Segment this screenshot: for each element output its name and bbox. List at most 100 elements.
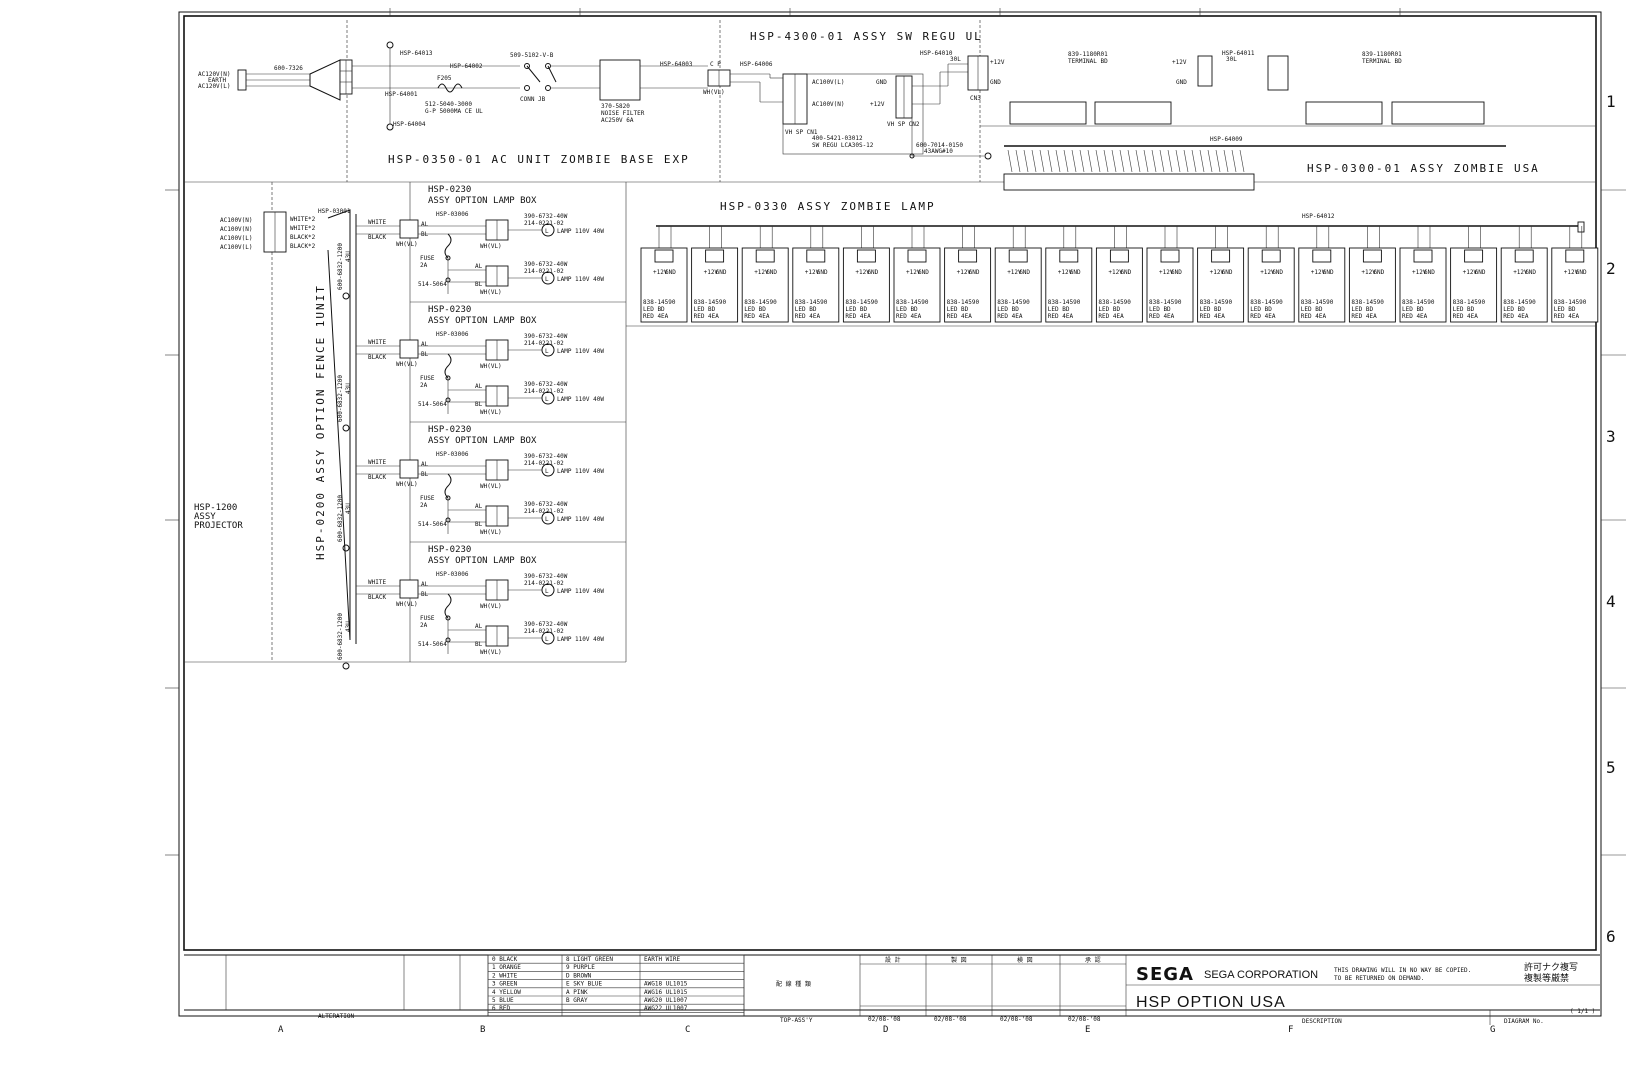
bundle-wire xyxy=(1151,149,1157,173)
bundle-wire xyxy=(1223,149,1229,173)
lamp-board-connector xyxy=(1312,249,1332,263)
wh-label: WH(VL) xyxy=(396,361,418,368)
wire-color-white: WHITE xyxy=(368,579,386,586)
terminal-bd-2-part: 839-1180R01 xyxy=(1362,51,1402,58)
lamp-board-desc2: RED 4EA xyxy=(1048,313,1074,320)
lamp-desc: LAMP 110V 40W xyxy=(557,276,604,283)
lamp-board-desc2: RED 4EA xyxy=(795,313,821,320)
lamp-box-title-1: HSP-0230 xyxy=(428,425,471,435)
description-label: DESCRIPTION xyxy=(1302,1018,1342,1025)
fence-header-wire: HSP-03001 xyxy=(318,208,351,215)
lamp-board-part: 838-14590 xyxy=(1402,299,1435,306)
al-label: AL xyxy=(421,461,429,468)
lamp-board-connector xyxy=(1362,249,1382,263)
bl-label: BL xyxy=(421,471,429,478)
date-4: 02/08-'08 xyxy=(1068,1016,1101,1023)
ground-terminal xyxy=(342,292,350,300)
lamp-board-desc1: LED BD xyxy=(997,306,1019,313)
wh-label: WH(VL) xyxy=(480,483,502,490)
lamp-desc: LAMP 110V 40W xyxy=(557,396,604,403)
lamp-part-1: 390-6732-40W xyxy=(524,213,568,220)
lamp-board-desc2: RED 4EA xyxy=(1250,313,1276,320)
fence-wire-trunk xyxy=(327,209,351,641)
lamp-board-pin-gnd: GND xyxy=(665,269,676,276)
lamp-board-pin-gnd: GND xyxy=(1525,269,1536,276)
wh-label: WH(VL) xyxy=(480,289,502,296)
drawing-frame xyxy=(183,15,1597,951)
diagram-no-label: DIAGRAM No. xyxy=(1504,1018,1544,1025)
lamp-symbol-letter: L xyxy=(545,396,549,403)
cn-connector-mid xyxy=(1197,55,1213,87)
lamp-board-connector xyxy=(1160,249,1180,263)
lamp-board-pin-12v: +12V xyxy=(1058,269,1073,276)
fuse-symbol xyxy=(444,353,452,379)
bl-label: BL xyxy=(475,641,483,648)
lamp-board-part: 838-14590 xyxy=(896,299,929,306)
fence-input-4: AC100V(L) xyxy=(220,244,253,251)
lamp-board-pin-12v: +12V xyxy=(1463,269,1478,276)
sw-out-12v: +12V xyxy=(870,101,885,108)
fuse-rating: 2A xyxy=(420,382,428,389)
wire-color-black: BLACK xyxy=(368,594,386,601)
al-label: AL xyxy=(475,503,483,510)
lamp-board-desc2: RED 4EA xyxy=(1098,313,1124,320)
lamp-board-desc1: LED BD xyxy=(1351,306,1373,313)
bundle-wire xyxy=(1239,149,1245,173)
fence-section: AC100V(N) AC100V(N) AC100V(L) AC100V(L) … xyxy=(220,208,357,644)
filter-part: 370-5820 xyxy=(601,103,630,110)
wire-hsp-64011: HSP-64011 xyxy=(1222,50,1255,57)
fence-wire-color-2: WHITE*2 xyxy=(290,225,316,232)
wire-color-white: WHITE xyxy=(368,219,386,226)
color-table-cell: AWG20 UL1007 xyxy=(644,997,688,1004)
wire-color-black: BLACK xyxy=(368,354,386,361)
lamp-board-connector xyxy=(1464,249,1484,263)
lamp-box-wire: HSP-03006 xyxy=(436,331,469,338)
lamp-board-part: 838-14590 xyxy=(1149,299,1182,306)
bundle-wire xyxy=(1087,149,1093,173)
color-table-cell: 4 YELLOW xyxy=(492,989,521,996)
cp-label: C P xyxy=(710,61,721,68)
wh-label: WH(VL) xyxy=(396,241,418,248)
ac-plug xyxy=(237,69,247,91)
fuse-part: 514-5064 xyxy=(418,401,447,408)
lamp-box-title-2: ASSY OPTION LAMP BOX xyxy=(428,196,537,206)
fuse-symbol xyxy=(444,473,452,499)
label-gnd-2: GND xyxy=(1176,79,1187,86)
fence-wire-color-4: BLACK*2 xyxy=(290,243,316,250)
ground-terminal xyxy=(342,662,350,670)
lamp-board-pin-12v: +12V xyxy=(1311,269,1326,276)
lamp-board-connector xyxy=(806,249,826,263)
zombie-usa-title: HSP-0300-01 ASSY ZOMBIE USA xyxy=(1307,162,1540,175)
column-label-c: C xyxy=(685,1025,690,1035)
ground-terminal xyxy=(342,424,350,432)
lamp-board-desc2: RED 4EA xyxy=(1554,313,1580,320)
lamp-board-part: 838-14590 xyxy=(1453,299,1486,306)
bundle-wire xyxy=(1031,149,1037,173)
fuse-symbol xyxy=(444,593,452,619)
lamp-symbol-letter: L xyxy=(545,348,549,355)
row-label-4: 4 xyxy=(1606,592,1616,611)
lamp-symbol-letter: L xyxy=(545,636,549,643)
lamp-board-desc2: RED 4EA xyxy=(997,313,1023,320)
ground-terminal-3 xyxy=(984,152,992,160)
lamp-symbol xyxy=(541,511,555,525)
wh-label: WH(VL) xyxy=(703,89,725,96)
noise-filter xyxy=(599,59,641,101)
fence-wire-color-3: BLACK*2 xyxy=(290,234,316,241)
row-label-2: 2 xyxy=(1606,259,1616,278)
color-table-cell: 2 WHITE xyxy=(492,972,518,979)
lamp-board-part: 838-14590 xyxy=(1351,299,1384,306)
cord-connector xyxy=(309,59,341,101)
ground-terminal xyxy=(342,544,350,552)
lamp-board-desc1: LED BD xyxy=(1554,306,1576,313)
lamp-part-2: 214-0221-02 xyxy=(524,340,564,347)
